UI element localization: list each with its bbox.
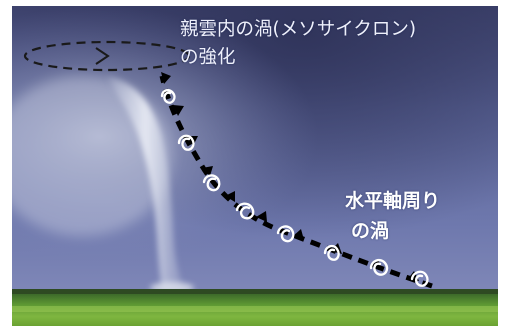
swirl-icon xyxy=(202,174,221,192)
horizontal-vortex-label-line1: 水平軸周り xyxy=(345,190,441,212)
rotation-arrow-icon xyxy=(95,47,110,65)
swirl-icon xyxy=(177,134,195,151)
swirl-icon xyxy=(369,258,389,276)
horizontal-vortex-label-line2: の渦 xyxy=(351,220,390,242)
swirl-icon xyxy=(410,270,429,287)
diagram-canvas xyxy=(12,6,498,326)
swirl-icon xyxy=(235,202,255,220)
vortex-tilting-path xyxy=(159,72,433,289)
swirl-icon xyxy=(160,88,176,104)
horizon-treeline xyxy=(12,289,498,294)
tornado-photo xyxy=(12,6,498,326)
swirl-icon xyxy=(276,225,295,243)
mesocyclone-label-line1: 親雲内の渦(メソサイクロン) xyxy=(180,19,417,40)
mesocyclone-label: 親雲内の渦(メソサイクロン) の強化 xyxy=(180,16,500,72)
swirl-icons xyxy=(160,88,429,287)
grass-highlight xyxy=(12,306,498,312)
mesocyclone-ellipse xyxy=(23,40,191,72)
swirl-icon xyxy=(323,244,340,261)
horizontal-vortex-label: 水平軸周り の渦 xyxy=(345,186,485,246)
mesocyclone-label-line2: の強化 xyxy=(180,47,236,68)
